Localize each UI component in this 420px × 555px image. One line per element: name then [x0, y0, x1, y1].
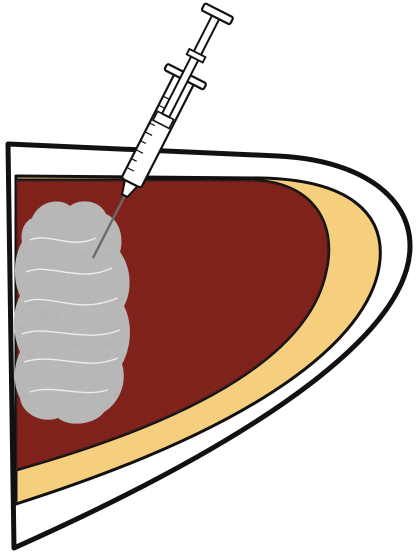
illustration-stage — [0, 0, 420, 555]
tissue-cross-section-figure — [0, 0, 420, 555]
